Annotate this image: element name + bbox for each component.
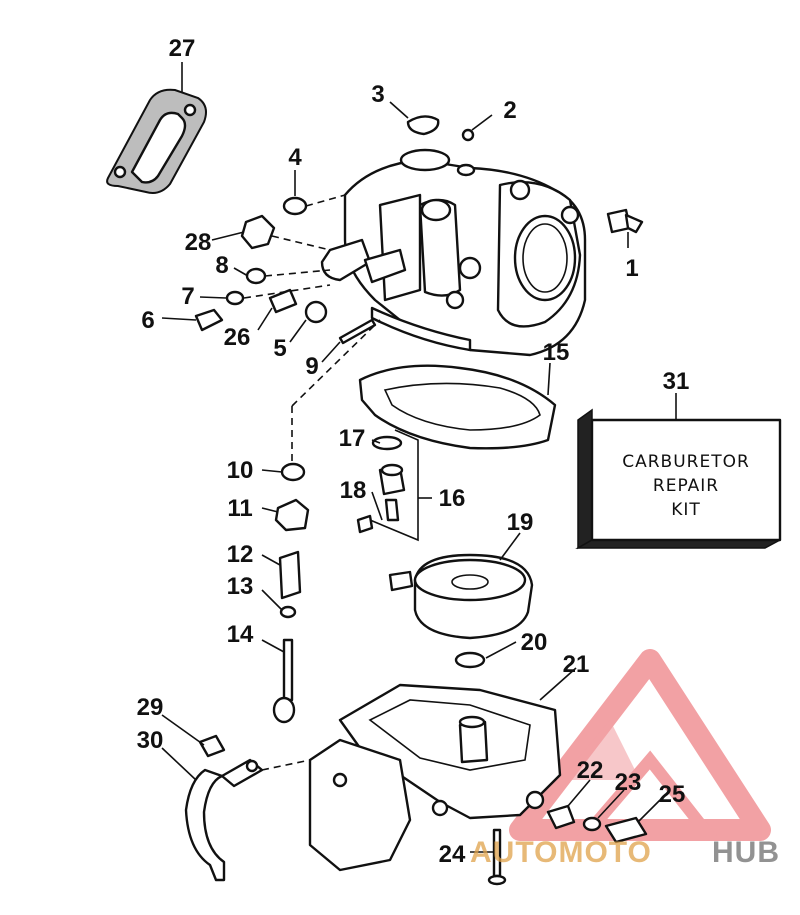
part-20-gasket: [454, 651, 486, 669]
label-21: 21: [563, 651, 590, 678]
carburetor-body-upper: [320, 148, 587, 357]
part-3-plug: [406, 115, 440, 136]
label-9: 9: [305, 353, 318, 380]
leader-lines: [161, 62, 677, 853]
part-13-washer: [279, 605, 297, 619]
label-3: 3: [371, 81, 384, 108]
label-19: 19: [507, 509, 534, 536]
label-23: 23: [615, 769, 642, 796]
part-25-fitting: [604, 816, 648, 844]
part-31-kit-box: CARBURETOR REPAIR KIT: [575, 408, 782, 550]
label-25: 25: [659, 781, 686, 808]
part-7-washer: [225, 290, 245, 306]
part-9-pin: [338, 318, 377, 345]
label-4: 4: [288, 144, 302, 171]
assembly-lines: [243, 194, 381, 771]
part-8-clip: [245, 267, 267, 285]
label-14: 14: [227, 621, 254, 648]
label-7: 7: [181, 283, 194, 310]
part-28-nut: [240, 214, 276, 250]
label-31: 31: [663, 368, 690, 395]
label-28: 28: [185, 229, 212, 256]
label-12: 12: [227, 541, 254, 568]
part-21-bowl: [308, 683, 562, 872]
label-6: 6: [141, 307, 154, 334]
part-11-nut: [274, 498, 310, 532]
part-1-screw: [606, 208, 644, 234]
kit-line-3: KIT: [671, 500, 701, 520]
part-30-clamp: [184, 758, 264, 882]
label-20: 20: [521, 629, 548, 656]
label-5: 5: [273, 335, 286, 362]
kit-line-1: CARBURETOR: [622, 452, 750, 472]
part-29-screw: [198, 734, 226, 758]
label-8: 8: [215, 252, 228, 279]
part-15-gasket: [358, 364, 557, 450]
label-16: 16: [439, 485, 466, 512]
part-22-jet: [546, 804, 576, 830]
label-22: 22: [577, 757, 604, 784]
label-13: 13: [227, 573, 254, 600]
label-26: 26: [224, 324, 251, 351]
part-23-washer: [582, 816, 602, 832]
label-30: 30: [137, 727, 164, 754]
kit-line-2: REPAIR: [653, 476, 719, 496]
label-1: 1: [625, 255, 638, 282]
part-27-gasket: [106, 88, 207, 194]
label-15: 15: [543, 339, 570, 366]
part-16-needle-seat: [356, 429, 419, 542]
label-29: 29: [137, 694, 164, 721]
part-14-screw: [282, 638, 294, 702]
part-6-screw: [194, 308, 224, 332]
part-10-washer: [280, 462, 306, 482]
watermark-text: AUTOMOTO HUB: [470, 836, 780, 869]
label-18: 18: [340, 477, 367, 504]
label-11: 11: [227, 495, 252, 522]
part-labels: 27 3 2 4 1 28 8 7 6 26 5 9 15 31 17 10 1…: [137, 35, 690, 868]
part-5-washer: [304, 300, 328, 324]
watermark-part-2: HUB: [712, 836, 780, 869]
label-24: 24: [439, 841, 466, 868]
label-17: 17: [339, 425, 366, 452]
label-2: 2: [503, 97, 516, 124]
part-12-spring: [278, 550, 302, 600]
part-19-float: [388, 553, 534, 640]
part-4-plug: [282, 196, 308, 216]
label-10: 10: [227, 457, 254, 484]
part-2-ball: [461, 128, 475, 142]
watermark-part-1: AUTOMOTO: [470, 836, 652, 869]
label-27: 27: [169, 35, 196, 62]
